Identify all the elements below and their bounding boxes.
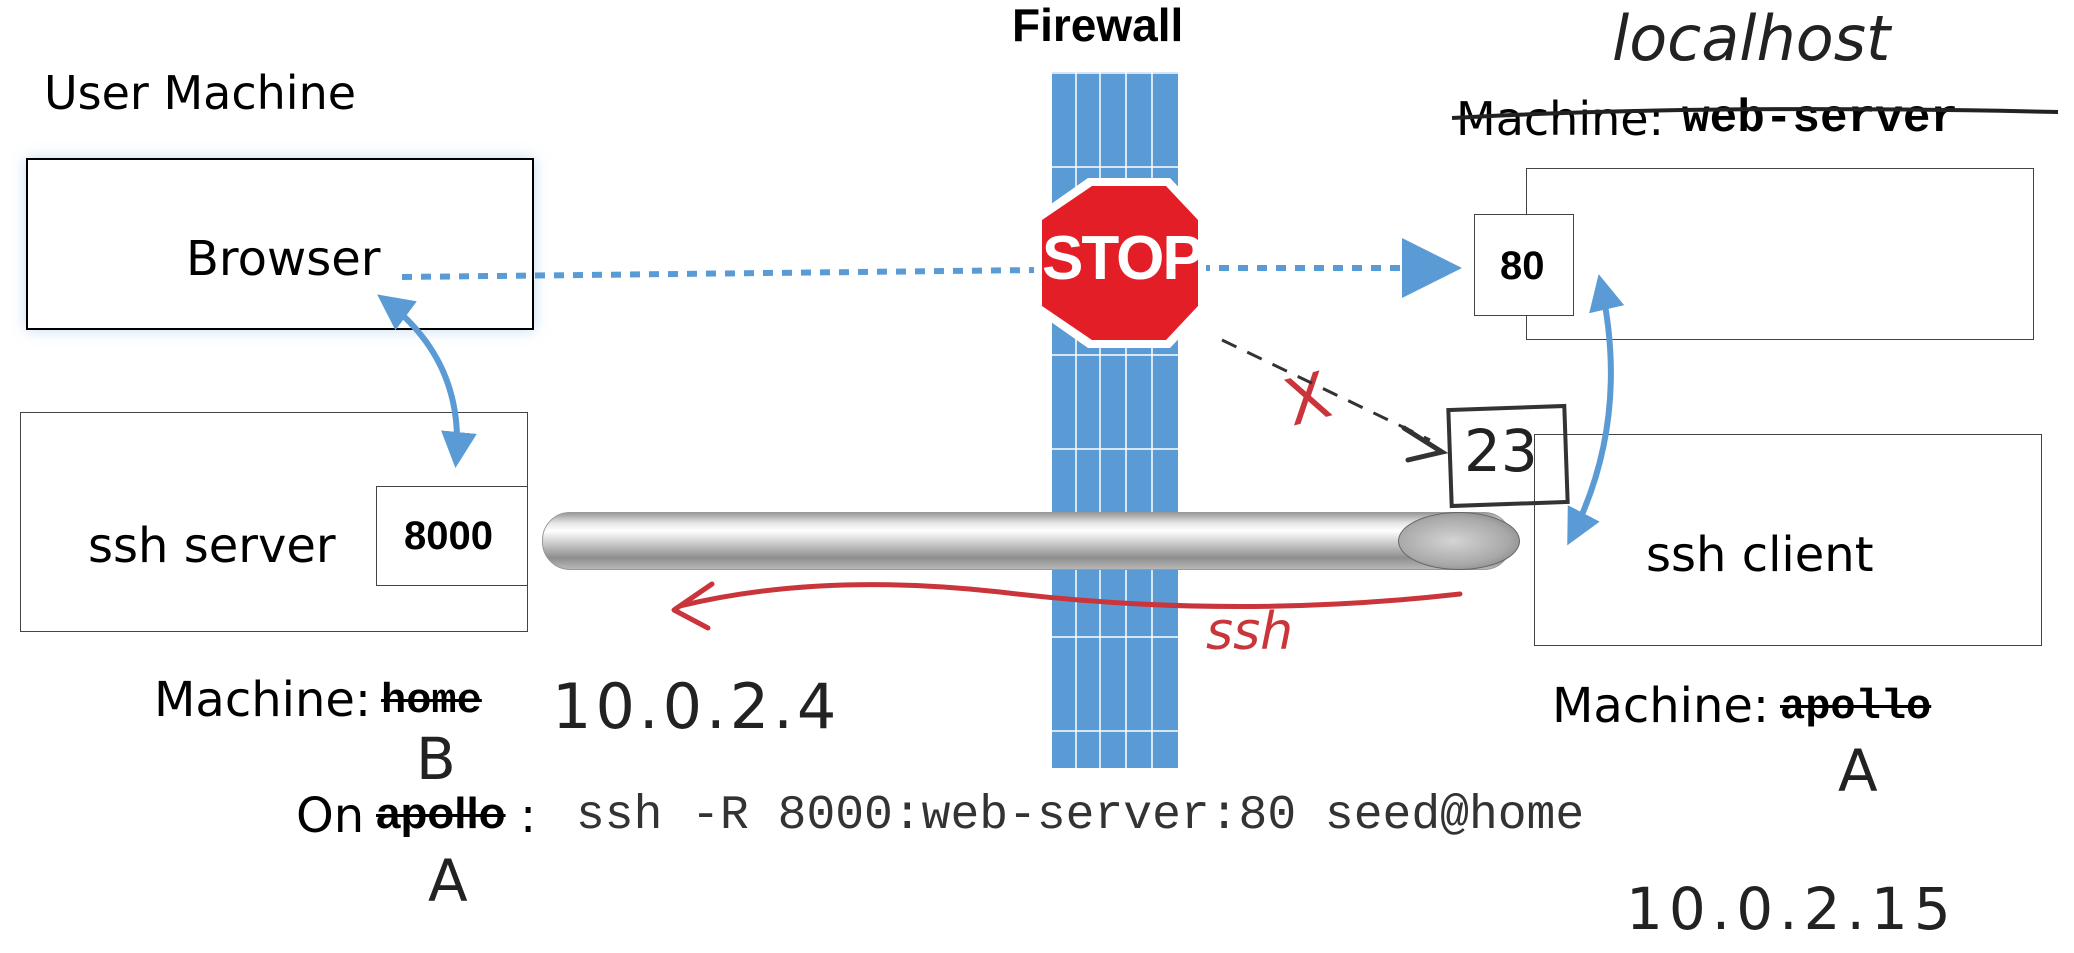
command-host-annotation: A [428, 847, 468, 915]
port-80-label: 80 [1500, 244, 1545, 288]
command-colon: : [520, 788, 537, 844]
web-server-machine-prefix: Machine: [1456, 92, 1665, 146]
home-ip-annotation: 10.0.2.4 [552, 670, 841, 743]
ssh-direction-arrow [677, 582, 1463, 609]
port-8000-label: 8000 [404, 514, 493, 558]
web-server-machine-name: web-server [1682, 93, 1959, 145]
home-machine-name: home [381, 677, 482, 725]
stop-sign-icon [1034, 178, 1206, 348]
blocked-dashed-connection [1221, 338, 1431, 442]
apollo-ip-annotation: 10.0.2.15 [1626, 875, 1957, 943]
user-machine-title: User Machine [44, 66, 357, 120]
home-letter-annotation: B [416, 725, 456, 793]
blocked-arrowhead [1401, 425, 1449, 463]
home-machine-prefix: Machine: [154, 672, 372, 728]
web-server-strike [1451, 107, 2059, 120]
browser-to-firewall-dotted-arrow [401, 267, 1039, 280]
localhost-annotation: localhost [1612, 2, 1891, 75]
command-prefix: On [296, 788, 365, 844]
port-23-annotation: 23 [1464, 417, 1538, 485]
stop-sign-text: STOP [1042, 224, 1204, 293]
ssh-tunnel-pipe-end [1398, 512, 1520, 570]
apollo-machine-name: apollo [1780, 683, 1932, 731]
browser-label: Browser [186, 231, 381, 287]
ssh-direction-arrowhead [671, 581, 715, 631]
port80-to-ssh-client-curved-arrow [1567, 274, 1625, 546]
command-host: apollo [376, 789, 506, 838]
firewall-label: Firewall [1012, 0, 1184, 51]
command-text: ssh -R 8000:web-server:80 seed@home [576, 789, 1585, 843]
apollo-machine-prefix: Machine: [1552, 678, 1770, 734]
port-80-box [1474, 214, 1574, 316]
ssh-client-label: ssh client [1646, 527, 1874, 583]
port-8000-box [376, 486, 528, 586]
browser-to-8000-curved-arrow [377, 294, 477, 468]
ssh-annotation: ssh [1206, 602, 1294, 662]
ssh-server-label: ssh server [88, 518, 336, 574]
apollo-letter-annotation: A [1838, 737, 1878, 805]
